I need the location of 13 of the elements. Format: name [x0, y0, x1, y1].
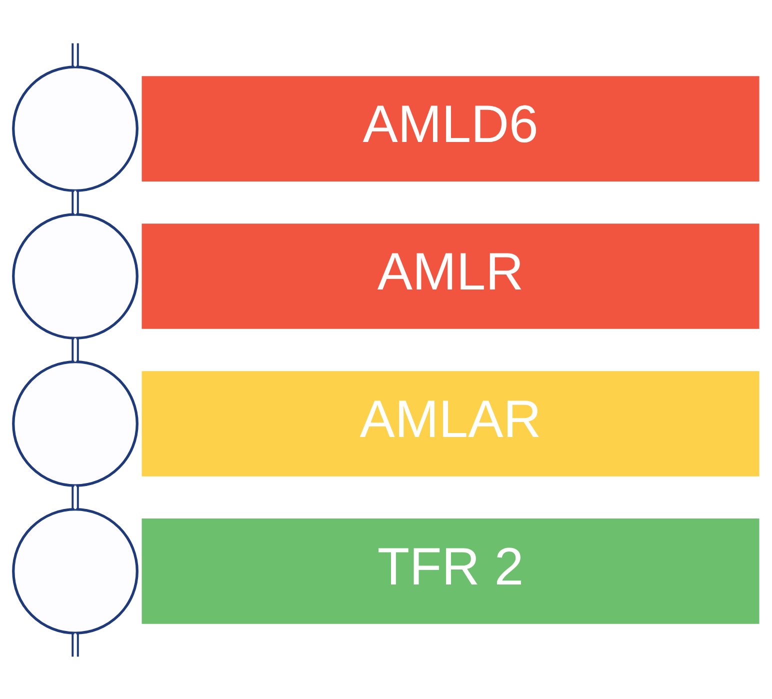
connector	[72, 190, 79, 214]
node-box: AMLR	[142, 223, 760, 328]
connector	[72, 338, 79, 362]
connector	[72, 632, 79, 656]
node-circle	[12, 508, 138, 634]
node-box: AMLAR	[142, 370, 760, 476]
node-circle	[12, 65, 138, 192]
node-circle	[12, 212, 138, 339]
node-circle	[12, 360, 138, 486]
connector	[72, 42, 79, 66]
node-box: AMLD6	[142, 76, 760, 181]
node-box: TFR 2	[142, 518, 760, 624]
connector	[72, 485, 79, 509]
